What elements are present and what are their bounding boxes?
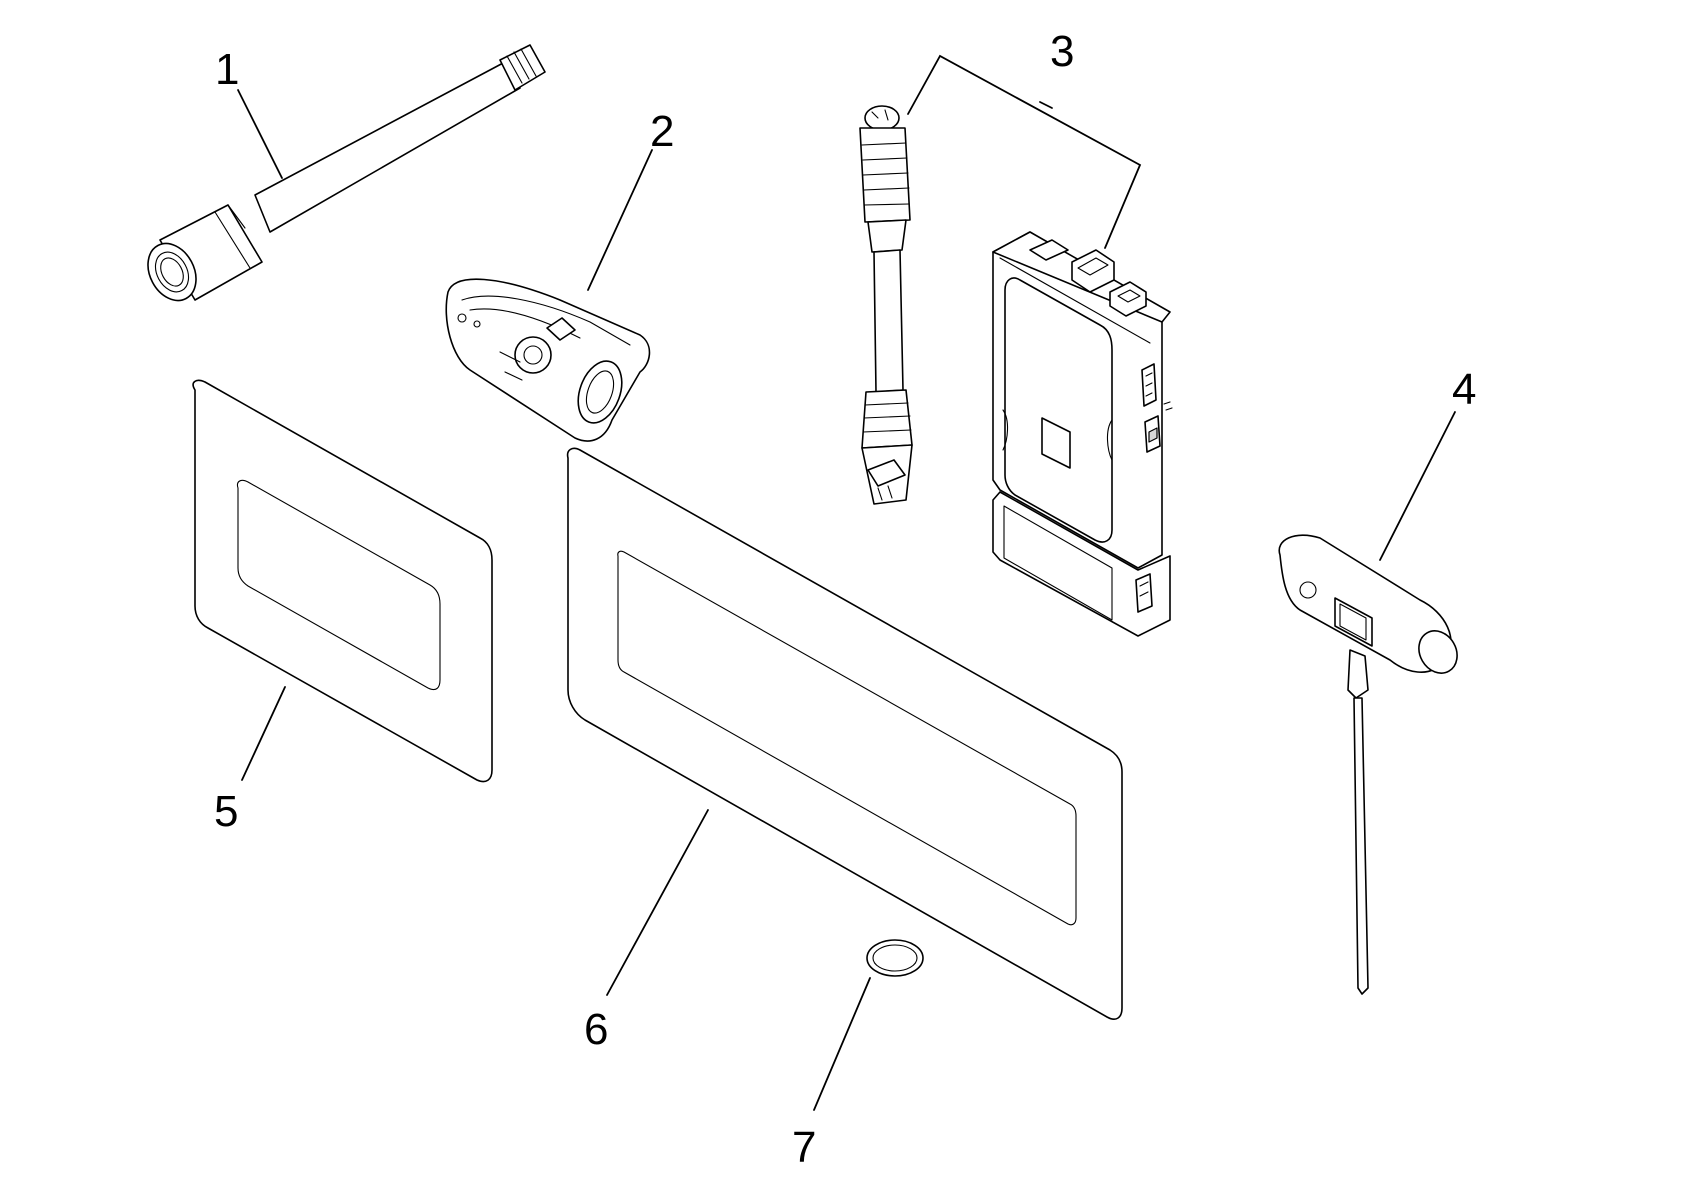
threaded-extension-tube-icon [147, 44, 546, 302]
large-gasket-frame-icon [566, 447, 1123, 1020]
callout-5: 5 [214, 787, 238, 836]
leader-4 [1379, 411, 1456, 561]
callout-labels: 1 2 3 4 5 6 7 [214, 27, 1476, 1172]
leader-2 [587, 149, 653, 291]
leader-lines [237, 54, 1456, 1111]
leader-3 [907, 54, 1142, 249]
callout-4: 4 [1452, 365, 1476, 414]
network-cable-tester-icon [992, 231, 1173, 637]
callout-2: 2 [650, 107, 674, 156]
small-gasket-frame-icon [192, 379, 493, 783]
leader-6 [606, 809, 709, 996]
leader-5 [241, 686, 286, 781]
t-handle-hex-key-icon [1278, 534, 1458, 995]
callout-7: 7 [792, 1123, 816, 1172]
o-ring-icon [866, 939, 924, 977]
callout-1: 1 [215, 45, 239, 94]
cable-stripper-tool-icon [445, 278, 651, 442]
patch-cable-icon [859, 105, 913, 505]
leader-1 [237, 89, 283, 179]
callout-3: 3 [1050, 27, 1074, 76]
leader-3-stem [1039, 101, 1053, 109]
leader-7 [813, 977, 871, 1111]
callout-6: 6 [584, 1005, 608, 1054]
